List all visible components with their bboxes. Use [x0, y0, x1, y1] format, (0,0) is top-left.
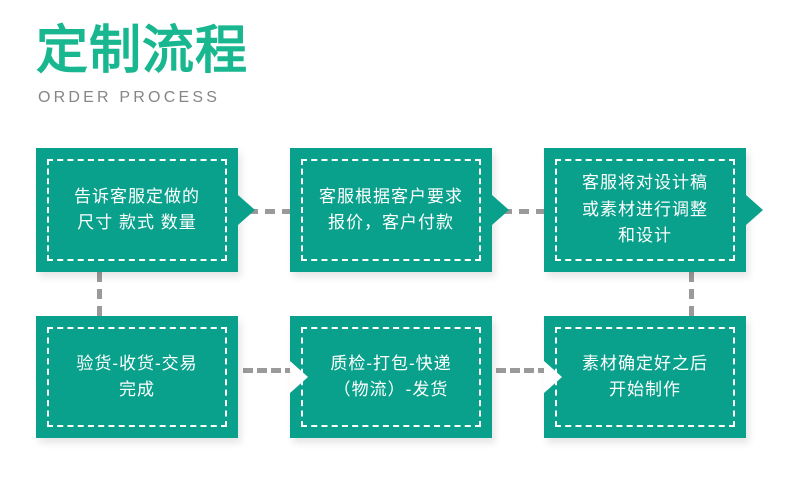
- flow-step-4-frame: 验货-收货-交易 完成: [47, 327, 227, 427]
- flow-step-1[interactable]: 告诉客服定做的 尺寸 款式 数量: [36, 148, 255, 272]
- flow-step-2-frame: 客服根据客户要求 报价，客户付款: [301, 159, 481, 261]
- flow-step-3[interactable]: 客服将对设计稿 或素材进行调整 和设计: [544, 148, 763, 272]
- flow-step-2-label: 客服根据客户要求 报价，客户付款: [319, 186, 463, 232]
- arrow-left-icon-step5: [290, 361, 308, 393]
- arrow-right-icon-step1: [238, 195, 255, 225]
- connector-step3-to-step6: [689, 272, 694, 316]
- flow-step-2[interactable]: 客服根据客户要求 报价，客户付款: [290, 148, 509, 272]
- connector-step1-to-step2: [248, 209, 292, 214]
- flow-step-6-label: 素材确定好之后 开始制作: [582, 353, 708, 399]
- connector-step2-to-step3: [502, 209, 546, 214]
- flow-step-6[interactable]: 素材确定好之后 开始制作: [544, 316, 746, 438]
- flow-step-4[interactable]: 验货-收货-交易 完成: [36, 316, 238, 438]
- flow-step-3-frame: 客服将对设计稿 或素材进行调整 和设计: [555, 159, 735, 261]
- flow-step-4-label: 验货-收货-交易 完成: [76, 353, 198, 399]
- connector-step5-to-step4: [243, 368, 295, 373]
- connector-step4-to-step1: [97, 272, 102, 316]
- flow-step-3-label: 客服将对设计稿 或素材进行调整 和设计: [582, 173, 708, 246]
- flow-step-5[interactable]: 质检-打包-快递 （物流）-发货: [290, 316, 492, 438]
- flow-step-5-frame: 质检-打包-快递 （物流）-发货: [301, 327, 481, 427]
- flow-step-5-label: 质检-打包-快递 （物流）-发货: [330, 353, 452, 399]
- connector-step6-to-step5: [496, 368, 548, 373]
- page-subtitle: ORDER PROCESS: [38, 88, 221, 106]
- flow-step-6-frame: 素材确定好之后 开始制作: [555, 327, 735, 427]
- page-title: 定制流程: [36, 22, 249, 80]
- arrow-left-icon-step6: [544, 361, 562, 393]
- arrow-right-icon-step2: [492, 195, 509, 225]
- heading-block: 定制流程 ORDER PROCESS: [36, 24, 436, 107]
- arrow-right-icon-step3: [746, 195, 763, 225]
- flow-step-1-label: 告诉客服定做的 尺寸 款式 数量: [74, 186, 200, 232]
- flow-step-1-frame: 告诉客服定做的 尺寸 款式 数量: [47, 159, 227, 261]
